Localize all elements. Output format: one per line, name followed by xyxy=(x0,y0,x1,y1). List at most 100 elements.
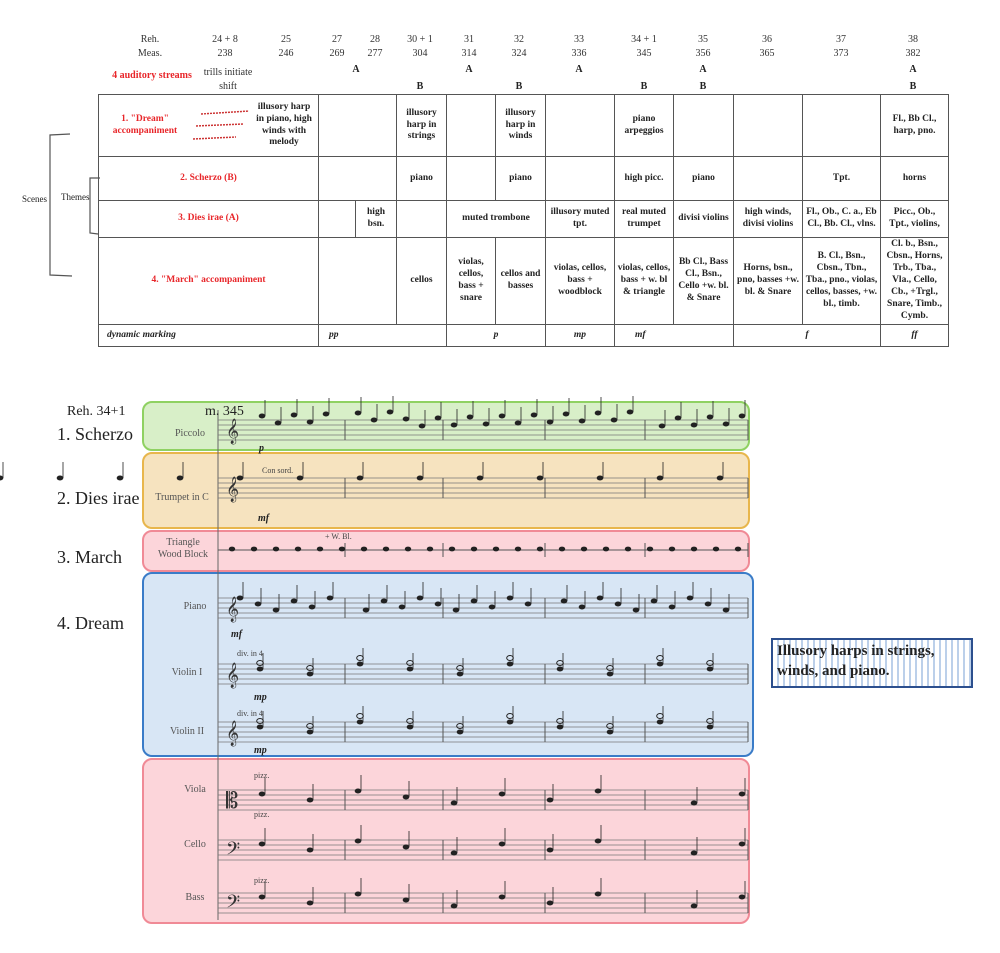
reh-number: 38 xyxy=(908,34,918,45)
note xyxy=(402,794,410,800)
note xyxy=(380,598,388,604)
note xyxy=(632,607,640,613)
note xyxy=(536,475,544,481)
reh-number: 36 xyxy=(762,34,772,45)
cell: piano xyxy=(396,156,447,201)
dynamic-mark: mf xyxy=(258,513,270,524)
instrument-label: Cello xyxy=(184,839,206,850)
note xyxy=(476,475,484,481)
clef-icon: 𝄞 xyxy=(226,418,239,444)
note xyxy=(594,788,602,794)
note xyxy=(656,719,664,725)
note xyxy=(524,601,532,607)
row-label: 1. "Dream" accompaniment xyxy=(112,113,178,136)
note xyxy=(258,791,266,797)
note xyxy=(306,723,314,729)
note xyxy=(450,422,458,428)
cell: piano xyxy=(495,156,546,201)
cell: Bb Cl., Bass Cl., Bsn., Cello +w. bl. & … xyxy=(673,237,734,325)
note xyxy=(656,661,664,667)
measure-number: 238 xyxy=(217,48,233,59)
note xyxy=(290,412,298,418)
note xyxy=(656,475,664,481)
theme-a-mark: A xyxy=(909,64,917,75)
note xyxy=(558,546,566,552)
stream-label: 2. Dies irae xyxy=(57,488,140,508)
dynamic-value: ff xyxy=(880,324,949,347)
dynamic-mark: mp xyxy=(254,745,267,756)
note xyxy=(236,475,244,481)
note xyxy=(306,847,314,853)
note xyxy=(354,838,362,844)
note xyxy=(326,595,334,601)
cell xyxy=(446,94,496,157)
note xyxy=(722,421,730,427)
note xyxy=(606,665,614,671)
theme-b-mark: B xyxy=(416,81,424,92)
callout-box: Illusory harps in strings, winds, and pi… xyxy=(771,638,973,688)
dream-label-cell: 1. "Dream" accompaniment illusory harp i… xyxy=(98,94,319,157)
note xyxy=(646,546,654,552)
note xyxy=(236,595,244,601)
cell: piano arpeggios xyxy=(614,94,674,157)
instrument-label: Triangle Wood Block xyxy=(157,537,209,560)
note xyxy=(272,546,280,552)
annotation: pizz. xyxy=(254,876,270,885)
note xyxy=(452,607,460,613)
note xyxy=(546,847,554,853)
note xyxy=(690,800,698,806)
note xyxy=(416,595,424,601)
note xyxy=(706,666,714,672)
dynamic-value: p xyxy=(446,324,546,347)
note xyxy=(470,598,478,604)
measure-number: 345 xyxy=(636,48,652,59)
note xyxy=(356,661,364,667)
cell: violas, cellos, bass + w. bl & triangle xyxy=(614,237,674,325)
note xyxy=(706,414,714,420)
note xyxy=(506,655,514,661)
note xyxy=(250,546,258,552)
note xyxy=(258,413,266,419)
note xyxy=(716,475,724,481)
stream-label: 4. Dream xyxy=(57,613,124,633)
note xyxy=(338,546,346,552)
note xyxy=(614,601,622,607)
reh-number: 31 xyxy=(464,34,474,45)
cell xyxy=(802,94,881,157)
measure-number: 365 xyxy=(759,48,775,59)
note xyxy=(530,412,538,418)
reh-number: 35 xyxy=(698,34,708,45)
note xyxy=(498,791,506,797)
note xyxy=(256,660,264,666)
note xyxy=(482,421,490,427)
note xyxy=(56,475,64,481)
note xyxy=(506,719,514,725)
row-dies-irae: 3. Dies irae (A) high bsn. muted trombon… xyxy=(98,200,949,238)
note xyxy=(450,903,458,909)
note xyxy=(668,604,676,610)
measure-number: 314 xyxy=(461,48,477,59)
cell xyxy=(318,94,397,157)
annotation: + W. Bl. xyxy=(325,532,352,541)
note xyxy=(492,546,500,552)
note xyxy=(306,671,314,677)
note xyxy=(606,729,614,735)
note xyxy=(254,601,262,607)
note xyxy=(514,546,522,552)
note xyxy=(706,724,714,730)
note xyxy=(734,546,742,552)
dynamic-mark: mf xyxy=(231,629,243,640)
note xyxy=(738,413,746,419)
annotation: pizz. xyxy=(254,810,270,819)
cell xyxy=(396,200,447,238)
row-dynamics: dynamic marking pp p mp mf f ff xyxy=(98,324,949,347)
note xyxy=(402,897,410,903)
cell: high bsn. xyxy=(355,200,397,238)
reh-number: 37 xyxy=(836,34,846,45)
note xyxy=(450,850,458,856)
note xyxy=(386,409,394,415)
note xyxy=(738,791,746,797)
reh-number: 28 xyxy=(370,34,380,45)
note xyxy=(610,417,618,423)
